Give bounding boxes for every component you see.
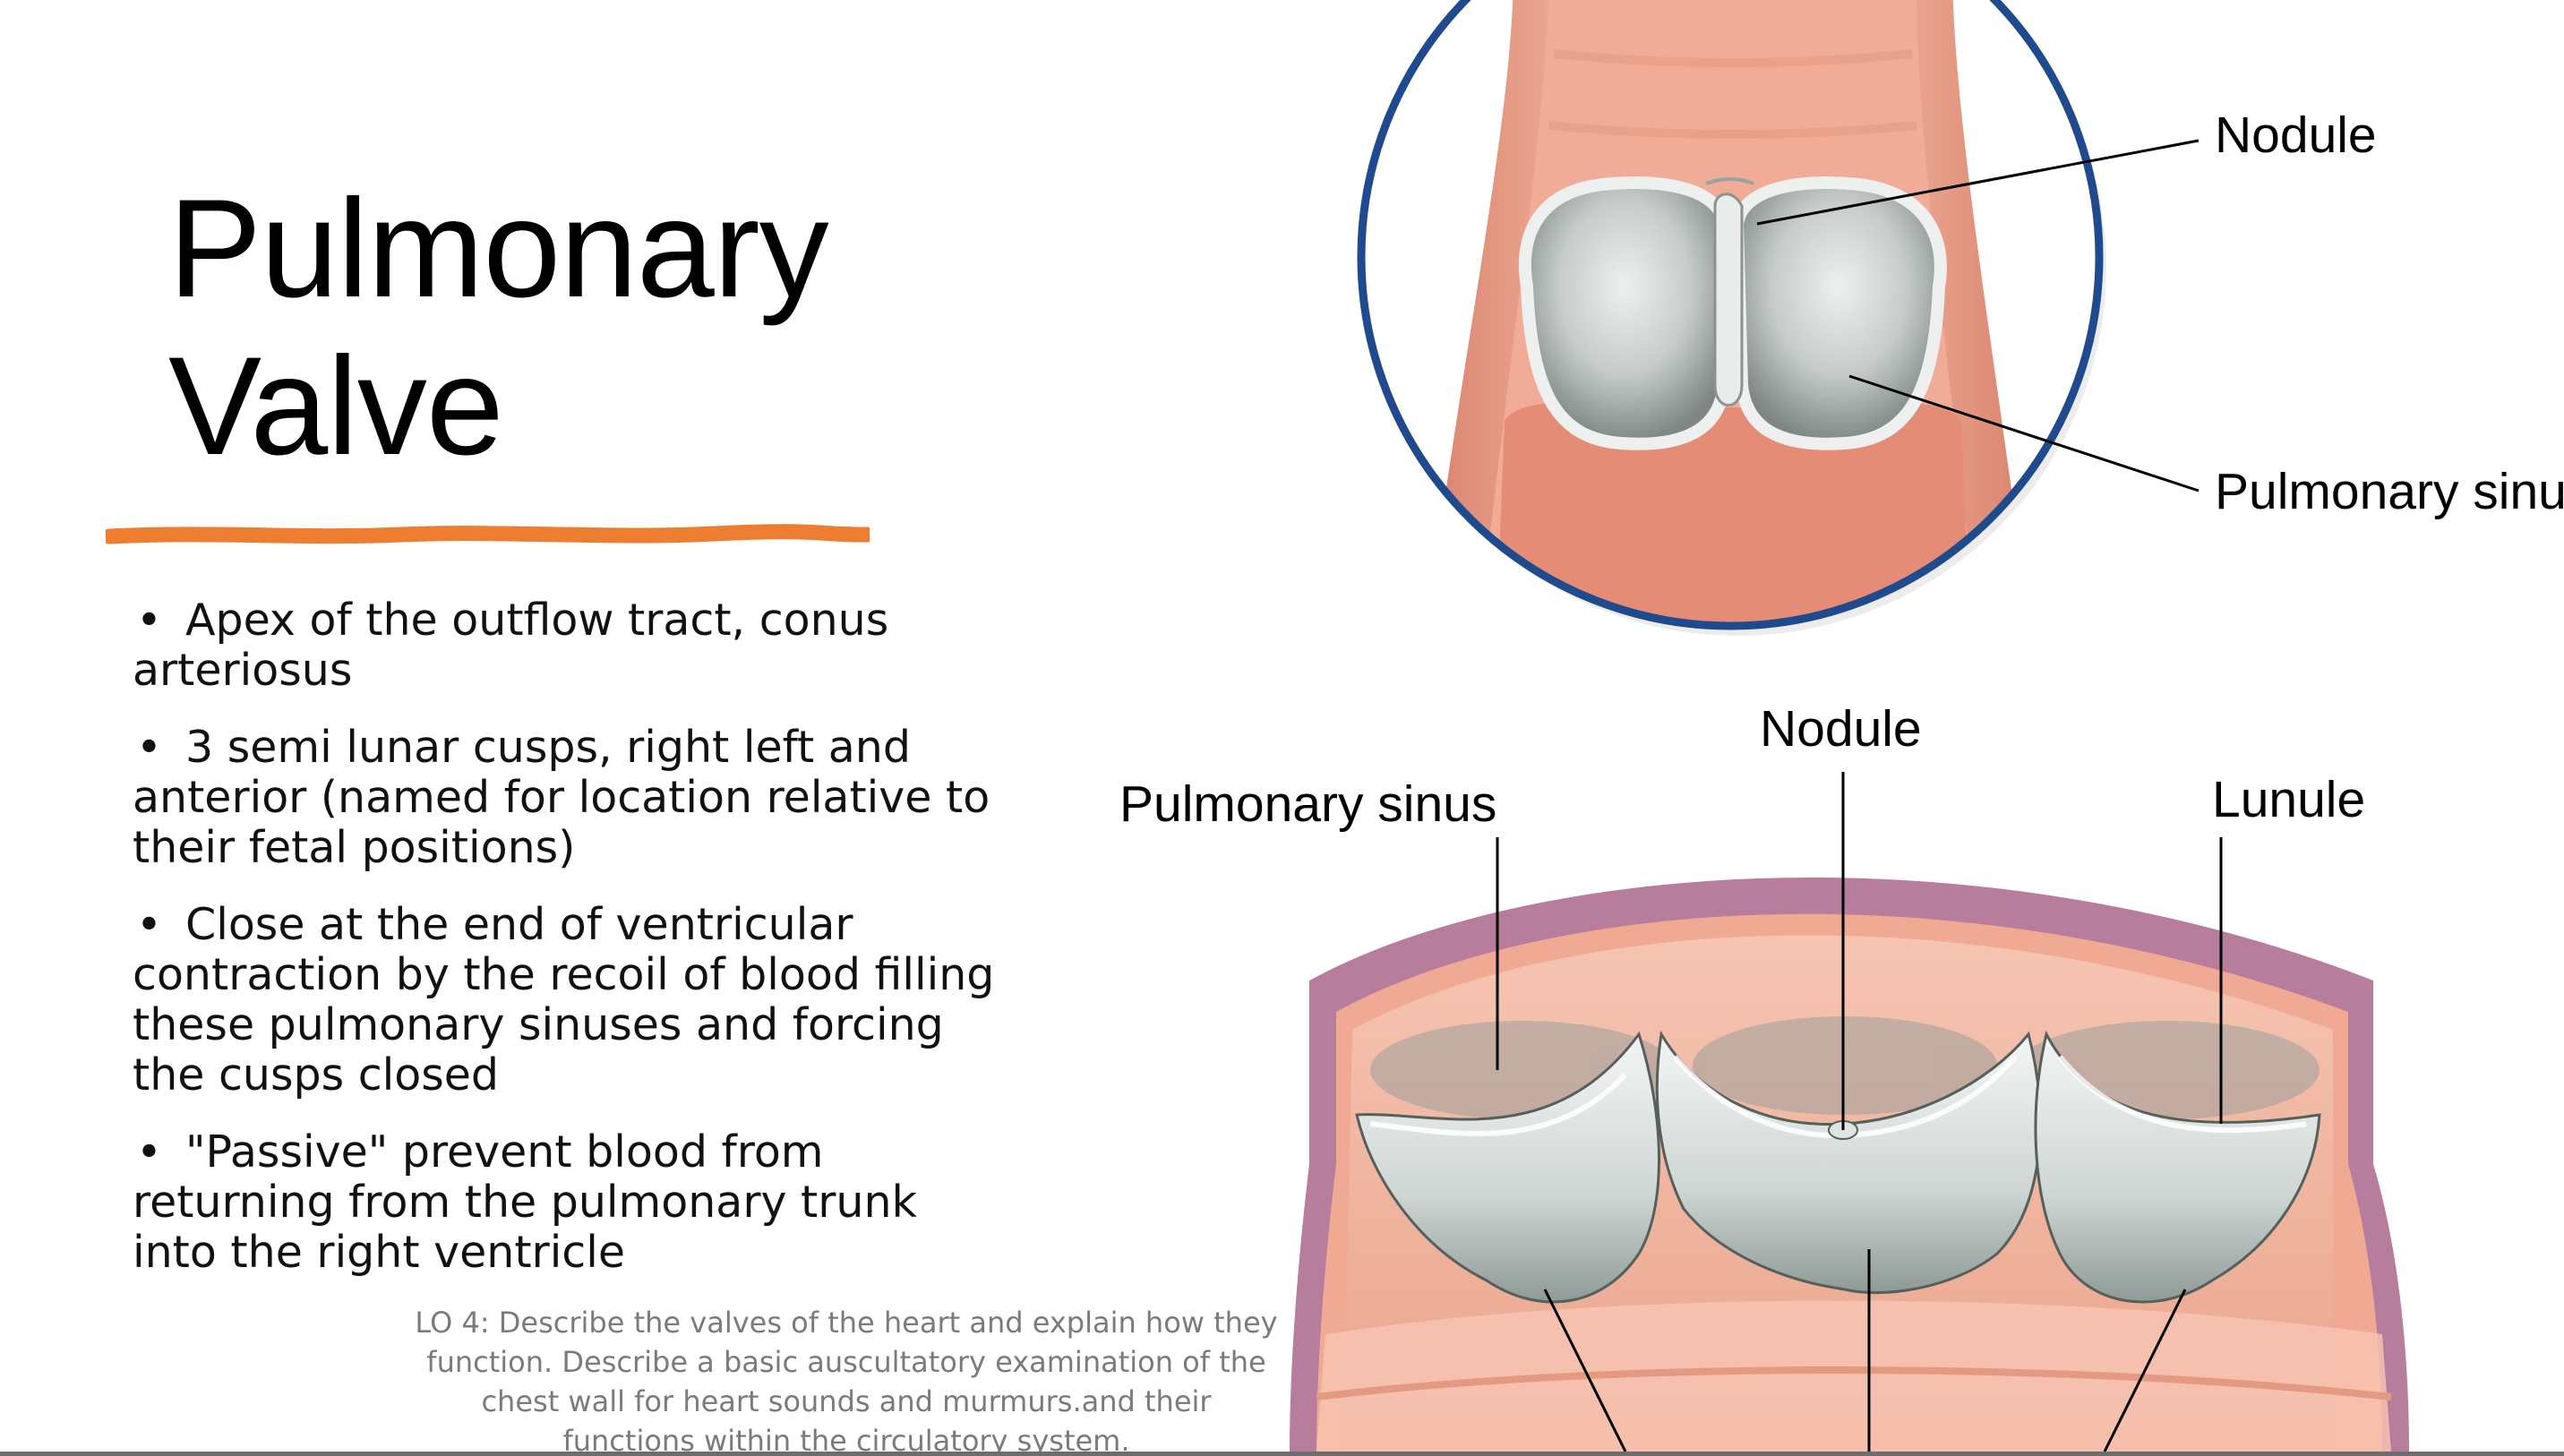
bullet-line: anterior (named for location relative to: [133, 772, 990, 823]
bullet-line: Close at the end of ventricular: [185, 899, 853, 950]
pulmonary-valve-illustration: Nodule Pulmonary sinus: [1119, 0, 2564, 1452]
label-top-nodule: Nodule: [2215, 107, 2377, 164]
bullet-list: • Apex of the outflow tract, conus arteri…: [133, 595, 1028, 1305]
bullet-line: returning from the pulmonary trunk: [133, 1177, 917, 1228]
learning-objective-line: functions within the circulatory system.: [562, 1424, 1130, 1456]
bullet-marker: •: [136, 722, 162, 773]
bullet-line: arteriosus: [133, 645, 353, 696]
bottom-divider: [0, 1452, 2564, 1456]
label-bottom-lunule: Lunule: [2212, 771, 2365, 828]
slide-title-line-1: Pulmonary: [168, 171, 829, 327]
label-bottom-nodule: Nodule: [1760, 700, 1922, 758]
bullet-line: into the right ventricle: [133, 1227, 626, 1278]
bullet-marker: •: [136, 899, 162, 950]
bullet-item: • "Passive" prevent blood from returning …: [133, 1127, 1028, 1278]
learning-objective-line: LO 4: Describe the valves of the heart a…: [415, 1306, 1278, 1340]
bullet-line: "Passive" prevent blood from: [185, 1126, 824, 1178]
label-bottom-pulmonary-sinus: Pulmonary sinus: [1119, 775, 1496, 833]
bullet-line: their fetal positions): [133, 822, 576, 873]
bullet-line: the cusps closed: [133, 1049, 500, 1101]
bullet-marker: •: [136, 595, 162, 646]
bullet-line: contraction by the recoil of blood filli…: [133, 949, 995, 1000]
slide-title: Pulmonary Valve: [168, 170, 829, 485]
bullet-item: • 3 semi lunar cusps, right left and ante…: [133, 723, 1028, 873]
bullet-item: • Apex of the outflow tract, conus arteri…: [133, 595, 1028, 696]
bullet-marker: •: [136, 1126, 162, 1178]
bullet-item: • Close at the end of ventricular contrac…: [133, 900, 1028, 1101]
bottom-valve-opened-view: [1290, 878, 2409, 1452]
learning-objective: LO 4: Describe the valves of the heart a…: [412, 1303, 1281, 1456]
slide-title-line-2: Valve: [168, 329, 504, 484]
learning-objective-line: chest wall for heart sounds and murmurs.…: [481, 1384, 1212, 1418]
bullet-line: Apex of the outflow tract, conus: [185, 595, 889, 646]
label-top-pulmonary-sinus: Pulmonary sinus: [2215, 463, 2564, 520]
title-accent-underline: [106, 524, 870, 544]
learning-objective-line: function. Describe a basic auscultatory …: [426, 1345, 1266, 1379]
bullet-line: 3 semi lunar cusps, right left and: [185, 722, 911, 773]
top-valve-inset: [1357, 0, 2106, 636]
bullet-line: these pulmonary sinuses and forcing: [133, 999, 944, 1050]
